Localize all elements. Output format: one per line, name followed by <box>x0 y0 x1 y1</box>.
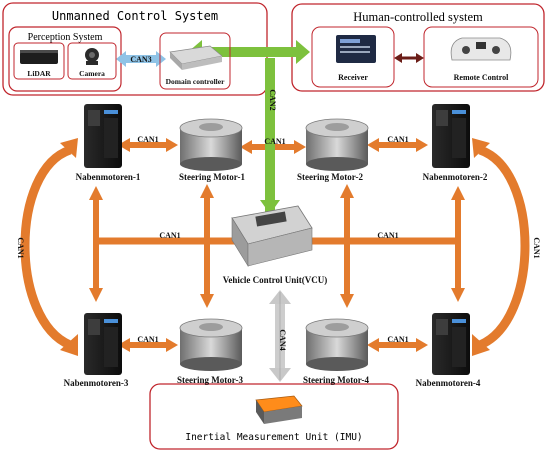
left-outer-bus <box>20 145 73 350</box>
imu-device <box>255 395 303 424</box>
steering-motor-4 <box>305 318 369 371</box>
can3-label: CAN3 <box>130 55 151 64</box>
receiver-device: Receiver <box>311 26 395 88</box>
hub-motor-4 <box>432 313 470 375</box>
can1-label-left-trunk: CAN1 <box>159 231 180 240</box>
hub-motor-2-label: Nabenmotoren-2 <box>423 172 488 182</box>
vcu-device <box>231 205 313 268</box>
can1-label-steer4-hub4: CAN1 <box>387 335 408 344</box>
remote-control-device: Remote Control <box>423 26 539 88</box>
can1-label-right-loop: CAN1 <box>532 237 541 258</box>
camera-device: Camera <box>67 42 117 80</box>
imu-box <box>149 383 399 450</box>
steering-motor-1-label: Steering Motor-1 <box>179 172 245 182</box>
hub-motor-1 <box>84 104 122 168</box>
right-outer-bus <box>477 145 530 350</box>
steering-motor-2 <box>305 118 369 171</box>
can4-link <box>269 290 291 382</box>
vcu-label: Vehicle Control Unit(VCU) <box>223 275 328 285</box>
domain-controller-label: Domain controller <box>166 77 225 86</box>
can1-label-hub3-steer3: CAN1 <box>137 335 158 344</box>
lidar-label: LiDAR <box>27 69 51 78</box>
hub-motor-2 <box>432 104 470 168</box>
domain-controller-device: Domain controller <box>159 32 231 90</box>
steering-motor-2-label: Steering Motor-2 <box>297 172 363 182</box>
perception-system-title: Perception System <box>28 32 103 43</box>
hub-motor-3 <box>84 313 122 375</box>
can1-arrowheads <box>60 138 490 356</box>
can1-label-right-trunk: CAN1 <box>377 231 398 240</box>
remote-control-label: Remote Control <box>454 73 510 82</box>
can3-link <box>116 51 166 67</box>
hub-motor-4-label: Nabenmotoren-4 <box>416 378 481 388</box>
receiver-label: Receiver <box>338 73 368 82</box>
steering-motor-3-label: Steering Motor-3 <box>177 375 243 385</box>
can1-bus-network <box>20 142 530 350</box>
lidar-device: LiDAR <box>13 42 65 80</box>
can1-label-hub1-steer1: CAN1 <box>137 135 158 144</box>
receiver-remote-link <box>394 53 424 63</box>
human-controlled-system-title: Human-controlled system <box>353 10 483 24</box>
can1-label-steer1-steer2: CAN1 <box>264 137 285 146</box>
can2-label: CAN2 <box>268 89 277 110</box>
imu-title: Inertial Measurement Unit (IMU) <box>185 432 362 443</box>
steering-motor-1 <box>179 118 243 171</box>
hub-motor-3-label: Nabenmotoren-3 <box>64 378 129 388</box>
can1-label-left-loop: CAN1 <box>16 237 25 258</box>
camera-label: Camera <box>79 69 105 78</box>
can1-label-steer2-hub2: CAN1 <box>387 135 408 144</box>
can4-label: CAN4 <box>278 329 287 350</box>
unmanned-control-system-title: Unmanned Control System <box>52 9 218 23</box>
hub-motor-1-label: Nabenmotoren-1 <box>76 172 141 182</box>
steering-motor-4-label: Steering Motor-4 <box>303 375 369 385</box>
steering-motor-3 <box>179 318 243 371</box>
